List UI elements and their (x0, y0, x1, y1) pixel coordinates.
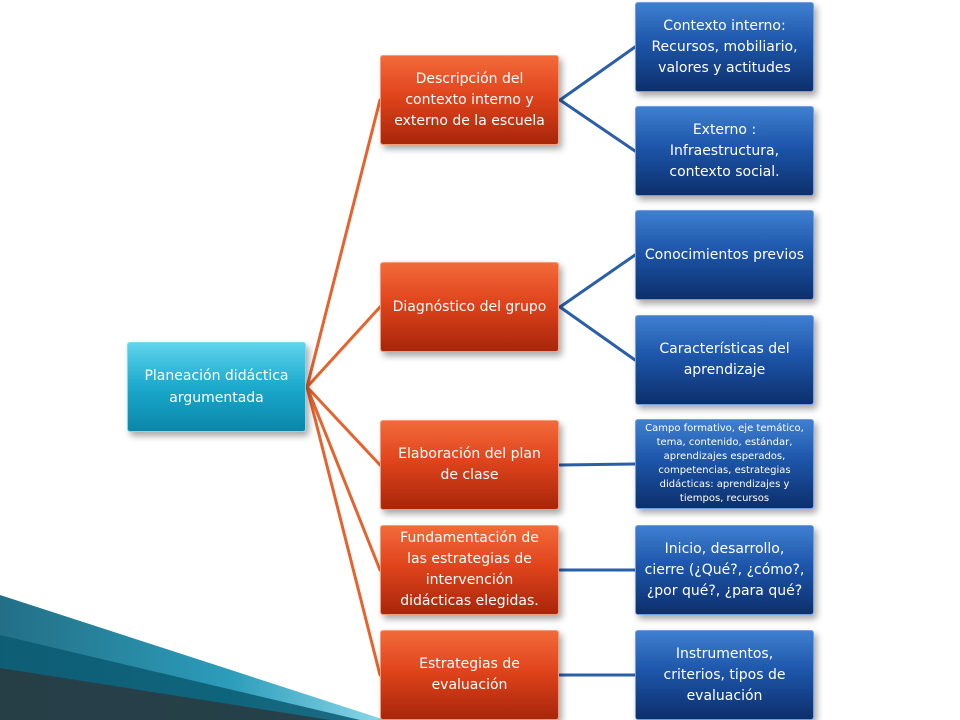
decorative-corner-swoosh (0, 595, 385, 720)
leaf-node-label: Externo : Infraestructura, contexto soci… (669, 121, 780, 180)
connector-root-to-branch-2 (305, 305, 382, 389)
branch-node-label: Descripción del contexto interno y exter… (394, 70, 545, 129)
leaf-node-campo-formativo: Campo formativo, eje temático, tema, con… (635, 419, 814, 509)
root-node-label: Planeación didáctica argumentada (144, 368, 289, 406)
connector-branch-1-to-leaf-2 (558, 98, 637, 153)
connector-lines (305, 45, 637, 677)
leaf-node-contexto-interno: Contexto interno: Recursos, mobiliario, … (635, 2, 814, 92)
leaf-node-inicio-desarrollo: Inicio, desarrollo, cierre (¿Qué?, ¿cómo… (635, 525, 814, 615)
leaf-node-caracteristicas: Características del aprendizaje (635, 315, 814, 405)
root-node: Planeación didáctica argumentada (127, 342, 306, 432)
branch-node-evaluacion: Estrategias de evaluación (380, 630, 559, 720)
leaf-node-label: Conocimientos previos (644, 246, 805, 263)
leaf-node-label: Inicio, desarrollo, cierre (¿Qué?, ¿cómo… (644, 540, 805, 599)
connector-branch-1-to-leaf-1 (558, 45, 637, 102)
leaf-node-label: Características del aprendizaje (659, 341, 790, 378)
branch-node-contexto-escuela: Descripción del contexto interno y exter… (380, 55, 559, 145)
connector-root-to-branch-5 (305, 385, 382, 677)
connector-branch-2-to-leaf-2 (558, 305, 637, 362)
branch-node-label: Estrategias de evaluación (419, 656, 520, 693)
leaf-node-label: Campo formativo, eje temático, tema, con… (645, 423, 804, 504)
leaf-node-instrumentos: Instrumentos, criterios, tipos de evalua… (635, 630, 814, 720)
branch-node-label: Diagnóstico del grupo (392, 298, 547, 315)
connector-root-to-branch-4 (305, 385, 382, 572)
branch-node-label: Elaboración del plan de clase (398, 446, 541, 483)
connector-root-to-branch-1 (305, 98, 382, 389)
connector-branch-3-to-leaf-1 (558, 462, 637, 467)
branch-node-diagnostico: Diagnóstico del grupo (380, 262, 559, 352)
connector-branch-2-to-leaf-1 (558, 253, 637, 309)
leaf-node-conocimientos-previos: Conocimientos previos (635, 210, 814, 300)
branch-node-fundamentacion: Fundamentación de las estrategias de int… (380, 525, 559, 615)
branch-node-label: Fundamentación de las estrategias de int… (400, 530, 539, 609)
leaf-node-label: Instrumentos, criterios, tipos de evalua… (663, 645, 786, 704)
leaf-node-externo: Externo : Infraestructura, contexto soci… (635, 106, 814, 196)
connector-root-to-branch-3 (305, 385, 382, 467)
branch-node-plan-de-clase: Elaboración del plan de clase (380, 420, 559, 510)
leaf-node-label: Contexto interno: Recursos, mobiliario, … (651, 17, 798, 76)
